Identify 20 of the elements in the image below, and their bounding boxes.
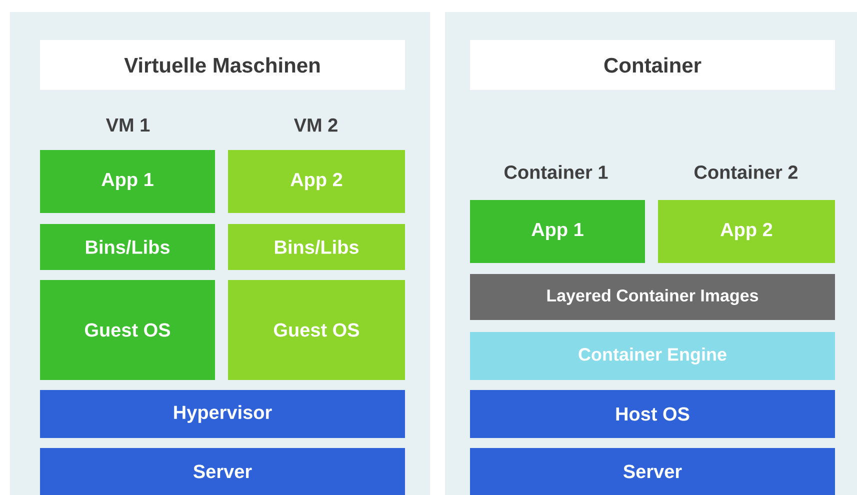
layer-box: Bins/Libs — [228, 224, 405, 270]
layer-box: Guest OS — [40, 280, 215, 380]
title-box: Container — [470, 40, 835, 90]
column-heading: Container 2 — [694, 165, 798, 179]
layer-box: Hypervisor — [40, 390, 405, 438]
layer-box: Bins/Libs — [40, 224, 215, 270]
layer-box: App 1 — [470, 200, 645, 263]
layer-box: Server — [40, 448, 405, 495]
layer-box: Guest OS — [228, 280, 405, 380]
layer-box: Server — [470, 448, 835, 495]
layer-box: App 2 — [658, 200, 835, 263]
layer-box: Host OS — [470, 390, 835, 438]
layer-box: App 2 — [228, 150, 405, 213]
column-heading: VM 1 — [106, 118, 150, 132]
title-box: Virtuelle Maschinen — [40, 40, 405, 90]
column-heading: VM 2 — [294, 118, 338, 132]
layer-box: Container Engine — [470, 332, 835, 380]
layer-box: App 1 — [40, 150, 215, 213]
layer-box: Layered Container Images — [470, 274, 835, 320]
column-heading: Container 1 — [504, 165, 608, 179]
